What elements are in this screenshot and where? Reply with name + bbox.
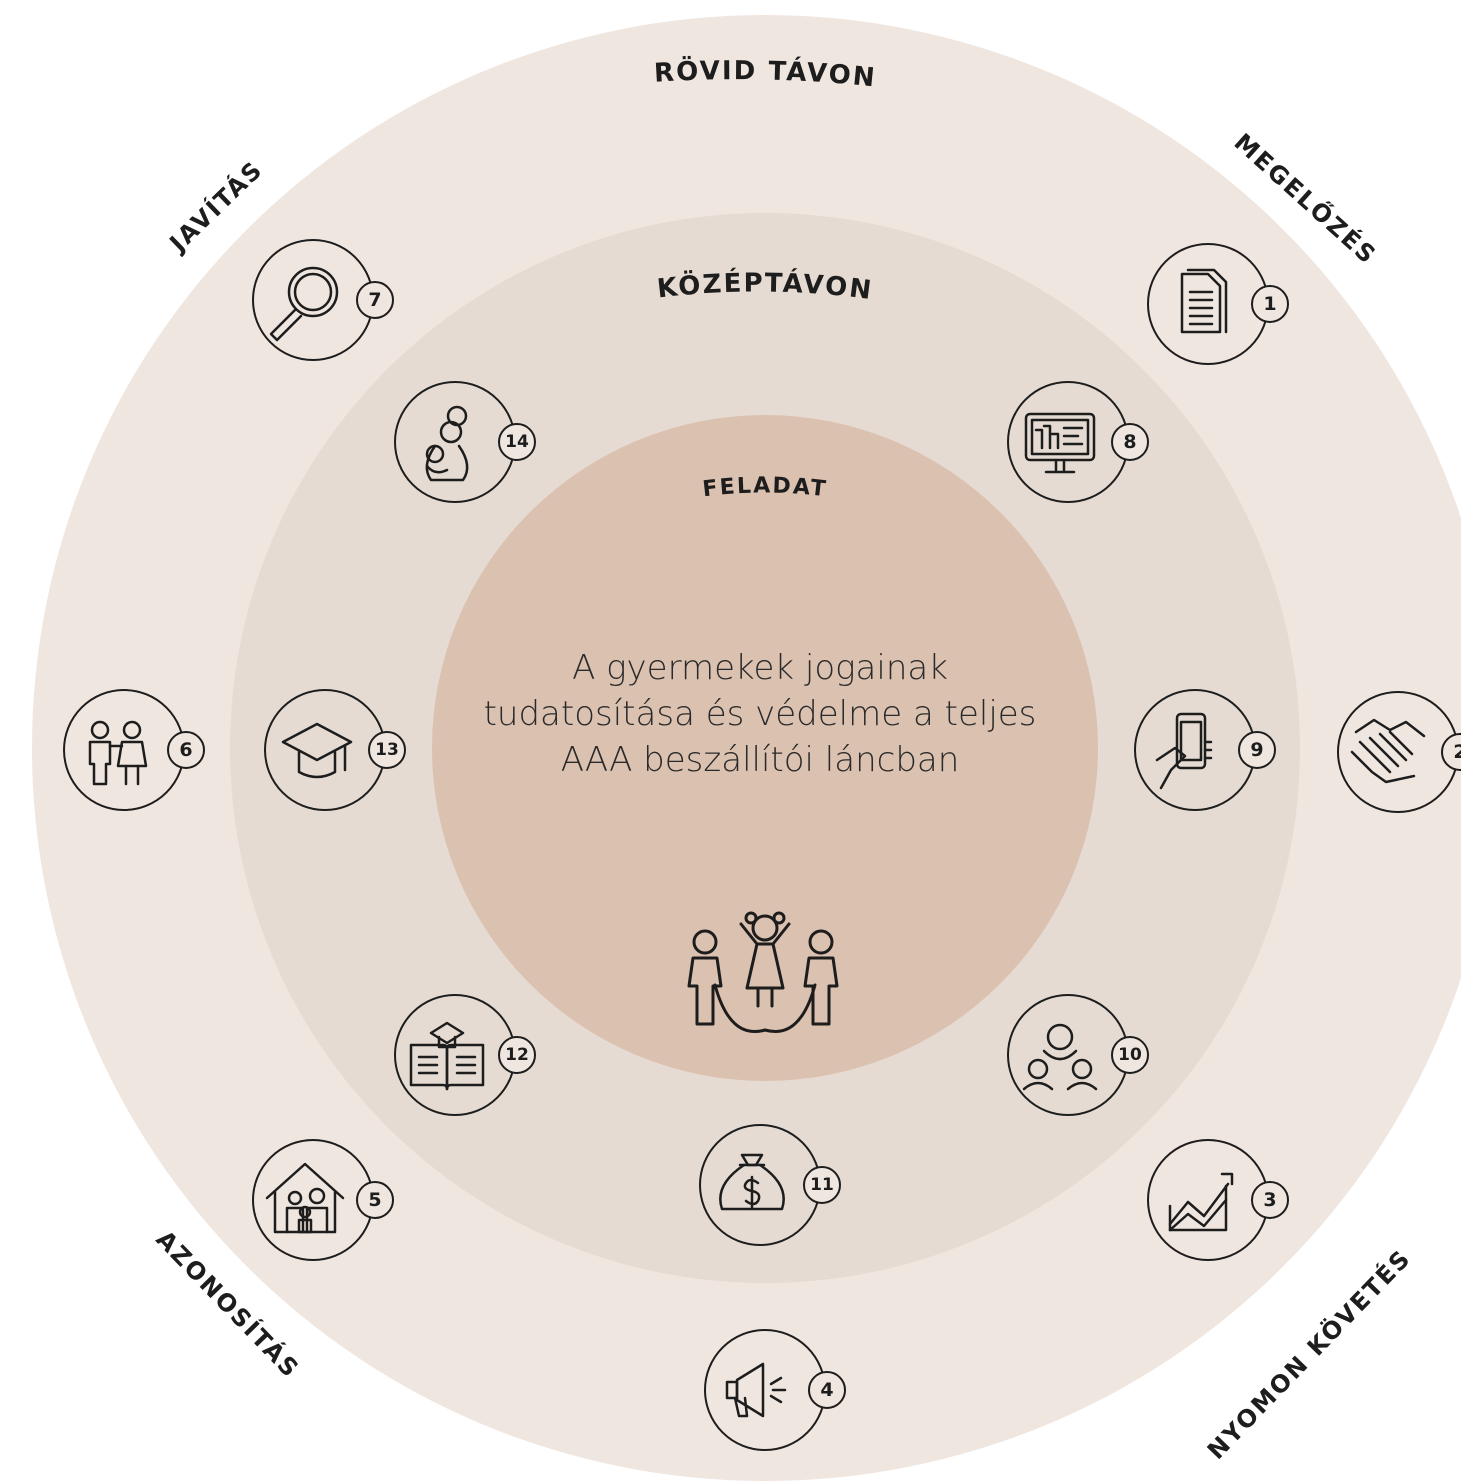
- megaphone-icon: [725, 1362, 787, 1418]
- center-text-line-1: A gyermekek jogainak: [572, 648, 948, 688]
- number-badge: 5: [356, 1181, 394, 1219]
- item-node-9: 9: [1134, 689, 1276, 811]
- number-badge-label: 4: [820, 1379, 833, 1401]
- growth-chart-icon: [1168, 1172, 1234, 1232]
- number-badge: 6: [167, 731, 205, 769]
- item-node-12: 12: [394, 994, 536, 1116]
- item-node-3: 3: [1147, 1139, 1289, 1261]
- item-node-7: 7: [252, 239, 394, 361]
- number-badge: 12: [498, 1036, 536, 1074]
- number-badge: 3: [1251, 1181, 1289, 1219]
- center-text-line-3: AAA beszállítói láncban: [560, 740, 960, 780]
- center-text-line-2: tudatosítása és védelme a teljes: [483, 694, 1037, 734]
- number-badge-label: 14: [505, 432, 529, 452]
- number-badge-label: 2: [1453, 741, 1461, 763]
- graduation-cap-icon: [281, 722, 353, 779]
- number-badge: 4: [808, 1371, 846, 1409]
- children-icon: [88, 720, 148, 786]
- number-badge-label: 6: [179, 739, 192, 761]
- number-badge: 10: [1111, 1036, 1149, 1074]
- item-node-2: 2: [1337, 691, 1461, 813]
- document-icon: [1180, 268, 1228, 334]
- children-jump-rope-icon: [687, 911, 839, 1033]
- money-bag-icon: [719, 1153, 785, 1211]
- smartphone-icon: [1155, 712, 1213, 790]
- magnifier-icon: [269, 266, 339, 342]
- number-badge: 1: [1251, 285, 1289, 323]
- item-node-10: 10: [1007, 994, 1149, 1116]
- computer-monitor-icon: [1024, 412, 1096, 474]
- inner-circle: [432, 415, 1098, 1081]
- number-badge-label: 13: [375, 740, 399, 760]
- number-badge-label: 12: [505, 1045, 529, 1065]
- item-node-11: 11: [699, 1124, 841, 1246]
- family-house-icon: [265, 1162, 345, 1234]
- number-badge: 14: [498, 423, 536, 461]
- item-node-1: 1: [1147, 243, 1289, 365]
- item-node-5: 5: [252, 1139, 394, 1261]
- number-badge: 9: [1238, 731, 1276, 769]
- item-node-8: 8: [1007, 381, 1149, 503]
- number-badge-label: 8: [1123, 431, 1136, 453]
- number-badge-label: 7: [368, 289, 381, 311]
- inner-circle-label: FELADAT: [701, 473, 829, 502]
- center-text: A gyermekek jogainak tudatosítása és véd…: [440, 645, 1080, 783]
- number-badge: 2: [1441, 733, 1461, 771]
- item-node-13: 13: [264, 689, 406, 811]
- item-node-6: 6: [63, 689, 205, 811]
- number-badge-label: 5: [368, 1189, 381, 1211]
- number-badge-label: 9: [1250, 739, 1263, 761]
- number-badge-label: 10: [1118, 1045, 1142, 1065]
- number-badge: 13: [368, 731, 406, 769]
- number-badge-label: 11: [810, 1175, 834, 1195]
- item-node-4: 4: [704, 1329, 846, 1451]
- number-badge: 11: [803, 1166, 841, 1204]
- number-badge-label: 3: [1263, 1189, 1276, 1211]
- number-badge-label: 1: [1263, 293, 1276, 315]
- handshake-icon: [1350, 718, 1426, 784]
- item-node-14: 14: [394, 381, 536, 503]
- number-badge: 7: [356, 281, 394, 319]
- teacher-children-icon: [1022, 1023, 1098, 1091]
- mother-baby-icon: [425, 405, 469, 482]
- number-badge: 8: [1111, 423, 1149, 461]
- graduation-book-icon: [409, 1021, 485, 1091]
